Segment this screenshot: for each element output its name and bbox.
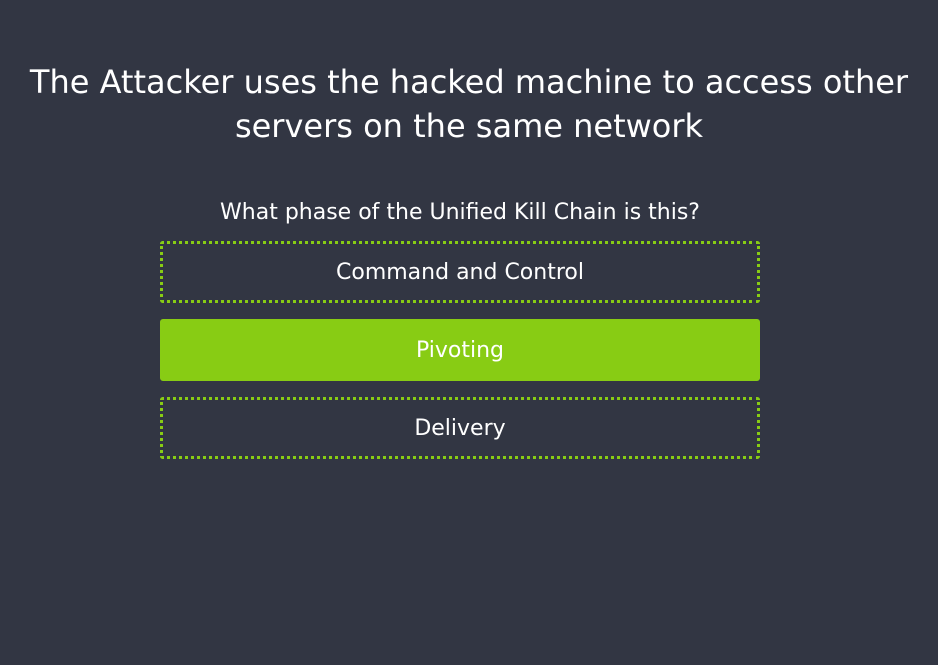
option-delivery[interactable]: Delivery	[160, 397, 760, 459]
answer-options: Command and Control Pivoting Delivery	[160, 241, 760, 475]
option-label: Delivery	[414, 415, 506, 441]
option-label: Command and Control	[336, 259, 584, 285]
option-label: Pivoting	[415, 337, 505, 363]
question-text: What phase of the Unified Kill Chain is …	[220, 200, 700, 225]
option-command-and-control[interactable]: Command and Control	[160, 241, 760, 303]
scenario-text: The Attacker uses the hacked machine to …	[29, 63, 909, 145]
option-pivoting[interactable]: Pivoting	[160, 319, 760, 381]
